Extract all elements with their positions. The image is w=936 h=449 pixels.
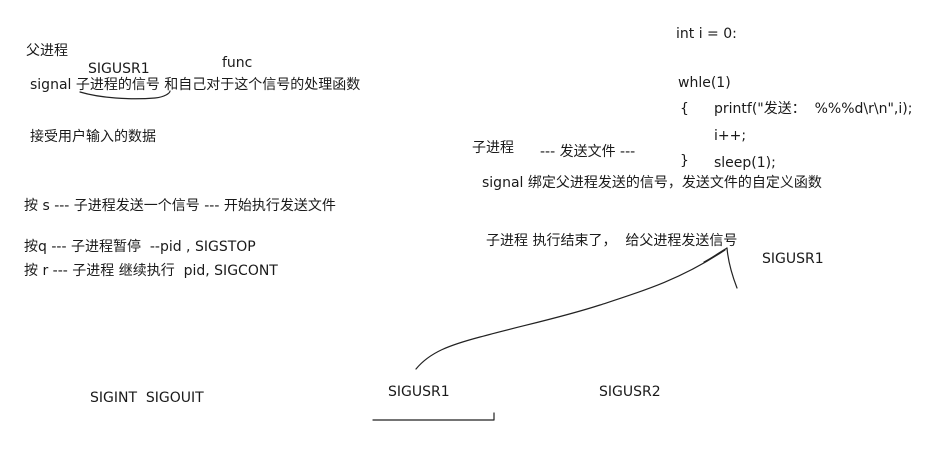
func-label: func <box>222 55 253 71</box>
send-file-note: --- 发送文件 --- <box>540 144 636 160</box>
code-brace-close: } <box>680 153 689 169</box>
bottom-underline-stroke <box>372 412 495 421</box>
key-r-note: 按 r --- 子进程 继续执行 pid, SIGCONT <box>24 263 278 279</box>
code-line-sleep: sleep(1); <box>714 155 776 171</box>
arrowhead-right-stroke <box>726 247 738 289</box>
child-done-note: 子进程 执行结束了， 给父进程发送信号 <box>486 233 738 249</box>
signal-bind-note: signal 绑定父进程发送的信号，发送文件的自定义函数 <box>482 175 822 191</box>
code-brace-open: { <box>680 101 689 117</box>
code-line-printf: printf("发送： %%%d\r\n",i); <box>714 101 913 117</box>
code-line-increment: i++; <box>714 128 747 144</box>
sigusr1-bottom-label: SIGUSR1 <box>388 384 450 400</box>
receive-input-note: 接受用户输入的数据 <box>30 129 156 145</box>
key-q-note: 按q --- 子进程暂停 --pid , SIGSTOP <box>24 239 256 255</box>
sigint-sigquit-label: SIGINT SIGOUIT <box>90 390 204 406</box>
sigusr2-label: SIGUSR2 <box>599 384 661 400</box>
signal-line: signal 子进程的信号 和自己对于这个信号的处理函数 <box>30 77 361 93</box>
arrowhead-left-stroke <box>703 247 728 263</box>
code-line-init: int i = 0: <box>676 26 737 42</box>
sigusr1-right-label: SIGUSR1 <box>762 251 824 267</box>
key-s-note: 按 s --- 子进程发送一个信号 --- 开始执行发送文件 <box>24 198 336 214</box>
parent-process-title: 父进程 <box>26 43 68 59</box>
code-line-while: whle(1) <box>678 75 731 91</box>
curved-arrow-stroke <box>415 249 726 370</box>
child-process-title: 子进程 <box>472 140 514 156</box>
sigusr1-label-top: SIGUSR1 <box>88 61 150 77</box>
